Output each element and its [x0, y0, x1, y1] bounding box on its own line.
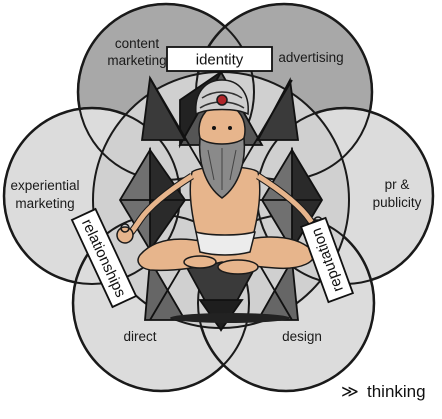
label-content: content — [115, 36, 160, 51]
label-publicity: publicity — [373, 195, 422, 210]
petal-labels: content marketing advertising experienti… — [10, 36, 421, 344]
label-experiential: experiential — [10, 178, 79, 193]
brand-mark: ≫ — [341, 382, 359, 401]
label-advertising: advertising — [278, 50, 343, 65]
identity-box: identity — [166, 46, 273, 72]
thinking-brand: ≫ thinking — [341, 382, 426, 401]
brand-word: thinking — [367, 382, 426, 401]
label-direct: direct — [123, 329, 156, 344]
label-experiential-marketing: marketing — [15, 196, 74, 211]
label-content-marketing: marketing — [107, 53, 166, 68]
label-pr: pr & — [385, 177, 410, 192]
identity-label: identity — [196, 52, 244, 69]
label-design: design — [282, 329, 322, 344]
